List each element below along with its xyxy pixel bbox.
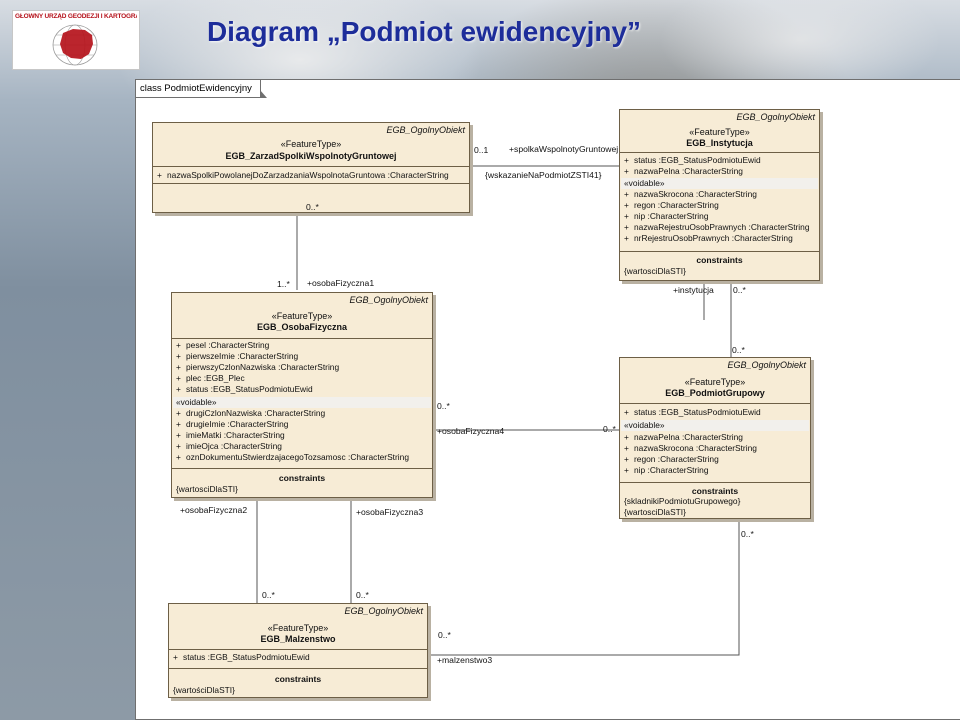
separator: [620, 403, 810, 404]
page-title: Diagram „Podmiot ewidencyjny”: [206, 16, 642, 47]
role-label: +osobaFizyczna4: [437, 426, 505, 436]
voidable-stereotype: «voidable»: [176, 397, 217, 407]
separator: [172, 468, 432, 469]
class-name: EGB_OsobaFizyczna: [256, 322, 348, 332]
attribute: +nazwaPelna :CharacterString: [624, 166, 743, 176]
multiplicity-label: 1..*: [277, 279, 290, 289]
attribute: +status :EGB_StatusPodmiotuEwid: [624, 407, 761, 417]
multiplicity-label: 0..*: [438, 630, 451, 640]
parent-class-label: EGB_OgolnyObiekt: [344, 606, 423, 616]
constraints-heading: constraints: [691, 486, 739, 496]
multiplicity-label: 0..*: [741, 529, 754, 539]
class-egb-instytucja[interactable]: EGB_OgolnyObiekt «FeatureType» EGB_Insty…: [619, 109, 820, 281]
attribute: +imieOjca :CharacterString: [176, 441, 282, 451]
attribute: +nazwaSpolkiPowolanejDoZarzadzaniaWspoln…: [157, 170, 449, 180]
attribute: +oznDokumentuStwierdzajacegoTozsamosc :C…: [176, 452, 409, 462]
attribute: +drugieImie :CharacterString: [176, 419, 289, 429]
attribute: +nip :CharacterString: [624, 211, 709, 221]
multiplicity-label: 0..*: [262, 590, 275, 600]
class-name: EGB_ZarzadSpolkiWspolnotyGruntowej: [225, 151, 397, 161]
attribute: +regon :CharacterString: [624, 454, 719, 464]
class-egb-malzenstwo[interactable]: EGB_OgolnyObiekt «FeatureType» EGB_Malze…: [168, 603, 428, 698]
voidable-stereotype: «voidable»: [624, 420, 665, 430]
multiplicity-label: 0..*: [732, 345, 745, 355]
stereotype-label: «FeatureType»: [271, 311, 333, 321]
role-label: +spolkaWspolnotyGruntowej: [509, 144, 619, 154]
logo-text: GŁÓWNY URZĄD GEODEZJI I KARTOGRAFII: [15, 13, 137, 20]
multiplicity-label: 0..1: [474, 145, 489, 155]
class-name: EGB_Instytucja: [686, 138, 753, 148]
class-egb-podmiot-grupowy[interactable]: EGB_OgolnyObiekt «FeatureType» EGB_Podmi…: [619, 357, 811, 519]
constraint-value: {wartościDlaSTI}: [173, 685, 235, 695]
attribute: +nrRejestruOsobPrawnych :CharacterString: [624, 233, 793, 243]
parent-class-label: EGB_OgolnyObiekt: [386, 125, 465, 135]
role-label: +osobaFizyczna3: [356, 507, 424, 517]
attribute: +pesel :CharacterString: [176, 340, 270, 350]
constraint-label: {wskazanieNaPodmiotZSTI41}: [485, 170, 602, 180]
class-egb-zarzad-spolki[interactable]: EGB_OgolnyObiekt «FeatureType» EGB_Zarza…: [152, 122, 470, 213]
separator: [153, 183, 469, 184]
attribute: +pierwszyCzlonNazwiska :CharacterString: [176, 362, 340, 372]
separator: [169, 668, 427, 669]
separator: [172, 338, 432, 339]
class-name: EGB_Malzenstwo: [260, 634, 336, 644]
voidable-background: [173, 397, 431, 408]
voidable-background: [621, 420, 809, 431]
multiplicity-label: 0..*: [733, 285, 746, 295]
multiplicity-label: 0..*: [603, 424, 616, 434]
attribute: +plec :EGB_Plec: [176, 373, 245, 383]
voidable-background: [621, 178, 818, 189]
attribute: +pierwszeImie :CharacterString: [176, 351, 299, 361]
attribute: +nazwaPelna :CharacterString: [624, 432, 743, 442]
attribute: +regon :CharacterString: [624, 200, 719, 210]
constraints-heading: constraints: [696, 255, 743, 265]
attribute: +nazwaRejestruOsobPrawnych :CharacterStr…: [624, 222, 810, 232]
parent-class-label: EGB_OgolnyObiekt: [727, 360, 806, 370]
voidable-stereotype: «voidable»: [624, 178, 665, 188]
assoc-grupowy-malzenstwo: [428, 519, 740, 656]
constraint-value: {wartosciDlaSTI}: [176, 484, 238, 494]
separator: [153, 166, 469, 167]
role-label: +malzenstwo3: [437, 655, 493, 665]
role-label: +osobaFizyczna2: [180, 505, 248, 515]
slide-header: GŁÓWNY URZĄD GEODEZJI I KARTOGRAFII Diag…: [0, 0, 960, 78]
role-label: +instytucja: [673, 285, 714, 295]
constraints-heading: constraints: [274, 674, 322, 684]
role-label: +osobaFizyczna1: [307, 278, 375, 288]
constraint-value: {wartosciDlaSTI}: [624, 507, 686, 517]
class-name: EGB_PodmiotGrupowy: [665, 388, 765, 398]
constraints-heading: constraints: [278, 473, 326, 483]
attribute: +nazwaSkrocona :CharacterString: [624, 189, 757, 199]
constraint-value: {wartosciDlaSTI}: [624, 266, 686, 276]
separator: [620, 482, 810, 483]
attribute: +nazwaSkrocona :CharacterString: [624, 443, 757, 453]
poland-map-icon: [52, 24, 98, 66]
parent-class-label: EGB_OgolnyObiekt: [736, 112, 815, 122]
attribute: +status :EGB_StatusPodmiotuEwid: [173, 652, 310, 662]
stereotype-label: «FeatureType»: [684, 377, 746, 387]
separator: [620, 251, 819, 252]
attribute: +drugiCzlonNazwiska :CharacterString: [176, 408, 326, 418]
attribute: +status :EGB_StatusPodmiotuEwid: [624, 155, 761, 165]
diagram-frame-label: class PodmiotEwidencyjny: [136, 80, 267, 98]
class-egb-osoba-fizyczna[interactable]: EGB_OgolnyObiekt «FeatureType» EGB_Osoba…: [171, 292, 433, 498]
multiplicity-label: 0..*: [356, 590, 369, 600]
attribute: +imieMatki :CharacterString: [176, 430, 285, 440]
stereotype-label: «FeatureType»: [280, 139, 342, 149]
gugik-logo: GŁÓWNY URZĄD GEODEZJI I KARTOGRAFII: [12, 10, 140, 70]
multiplicity-label: 0..*: [306, 202, 319, 212]
stereotype-label: «FeatureType»: [689, 127, 750, 137]
multiplicity-label: 0..*: [437, 401, 450, 411]
parent-class-label: EGB_OgolnyObiekt: [349, 295, 428, 305]
attribute: +nip :CharacterString: [624, 465, 709, 475]
constraint-value: {skladnikiPodmiotuGrupowego}: [624, 496, 741, 506]
separator: [620, 152, 819, 153]
separator: [169, 649, 427, 650]
stereotype-label: «FeatureType»: [267, 623, 329, 633]
attribute: +status :EGB_StatusPodmiotuEwid: [176, 384, 313, 394]
